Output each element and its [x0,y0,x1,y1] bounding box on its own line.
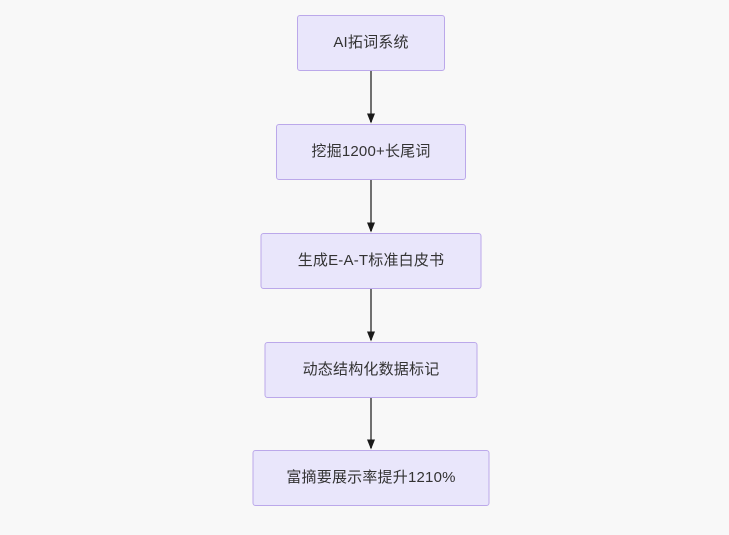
flowchart-node-dynamic-structured-data-markup[interactable]: 动态结构化数据标记 [264,342,478,398]
node-label: 动态结构化数据标记 [302,361,440,378]
node-label: 挖掘1200+长尾词 [311,143,431,160]
node-label: 生成E-A-T标准白皮书 [297,252,445,269]
flowchart-node-mine-longtail-keywords[interactable]: 挖掘1200+长尾词 [276,124,466,180]
flowchart-node-ai-keyword-system[interactable]: AI拓词系统 [297,15,445,71]
flowchart-node-rich-snippet-rate-increase[interactable]: 富摘要展示率提升1210% [252,450,490,506]
node-label: AI拓词系统 [333,34,409,51]
node-label: 富摘要展示率提升1210% [286,469,456,486]
flowchart-node-generate-eat-whitepaper[interactable]: 生成E-A-T标准白皮书 [260,233,482,289]
